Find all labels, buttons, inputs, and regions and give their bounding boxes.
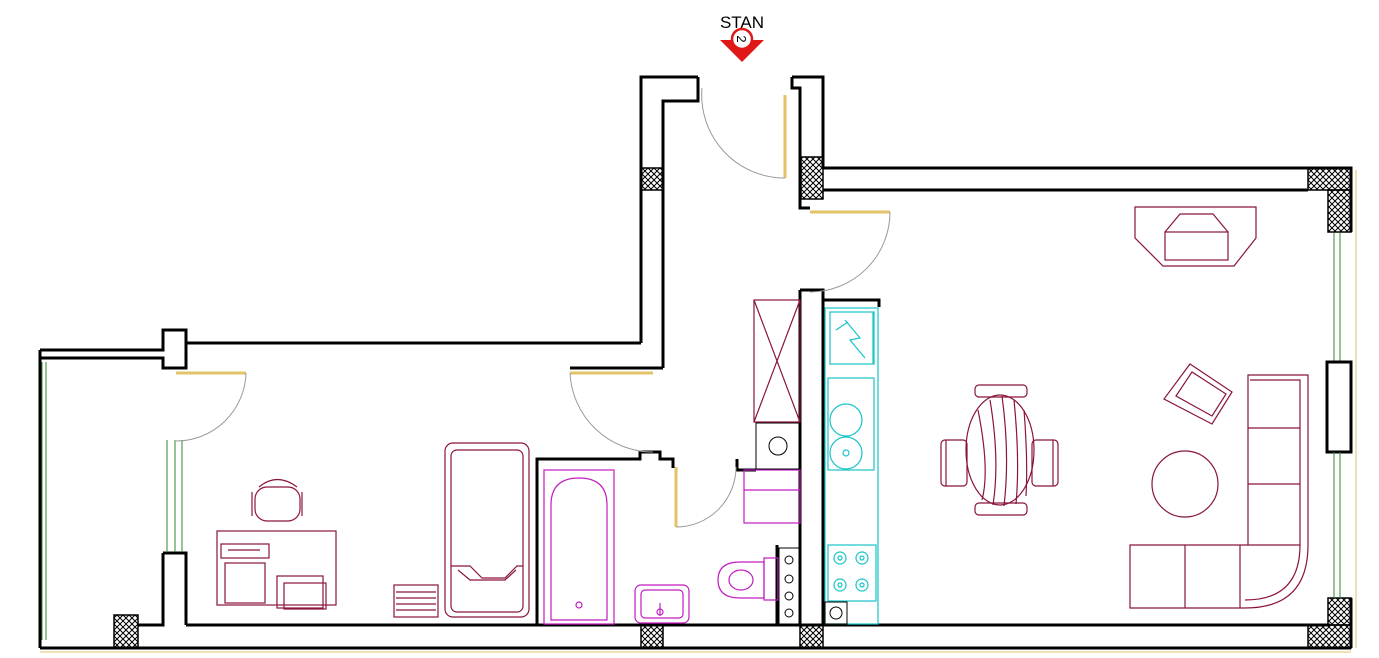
marker-label: STAN [720, 13, 764, 32]
dining-table [965, 384, 1035, 516]
marker-arrow-icon [720, 40, 764, 62]
kitchen-sink [827, 377, 875, 471]
kitchen-chimney [824, 601, 848, 625]
apartment-marker: STAN 2 [720, 13, 764, 62]
cooktop [827, 544, 877, 602]
desk-chair [251, 478, 303, 522]
toilet [717, 557, 779, 601]
tv-unit [1134, 206, 1257, 267]
boiler [755, 422, 801, 470]
doors [175, 87, 891, 528]
washbasin [634, 584, 690, 624]
ventilation-shaft [753, 299, 801, 423]
windows [40, 170, 1357, 653]
structural-columns [113, 156, 1352, 649]
bed [444, 442, 530, 618]
walls [38, 75, 1353, 650]
coffee-table [1151, 450, 1219, 518]
side-rug [393, 584, 439, 618]
kitchen-counter [824, 307, 879, 625]
installation-shaft [778, 547, 800, 625]
marker-circle [730, 27, 754, 51]
dining-chair-left [940, 439, 968, 487]
bathtub [543, 469, 615, 625]
marker-number: 2 [734, 35, 749, 42]
washing-machine [743, 469, 801, 524]
dining-chair-right [1031, 439, 1059, 487]
armchair [1163, 363, 1233, 425]
corner-sofa [1129, 374, 1309, 609]
desk [216, 530, 337, 610]
